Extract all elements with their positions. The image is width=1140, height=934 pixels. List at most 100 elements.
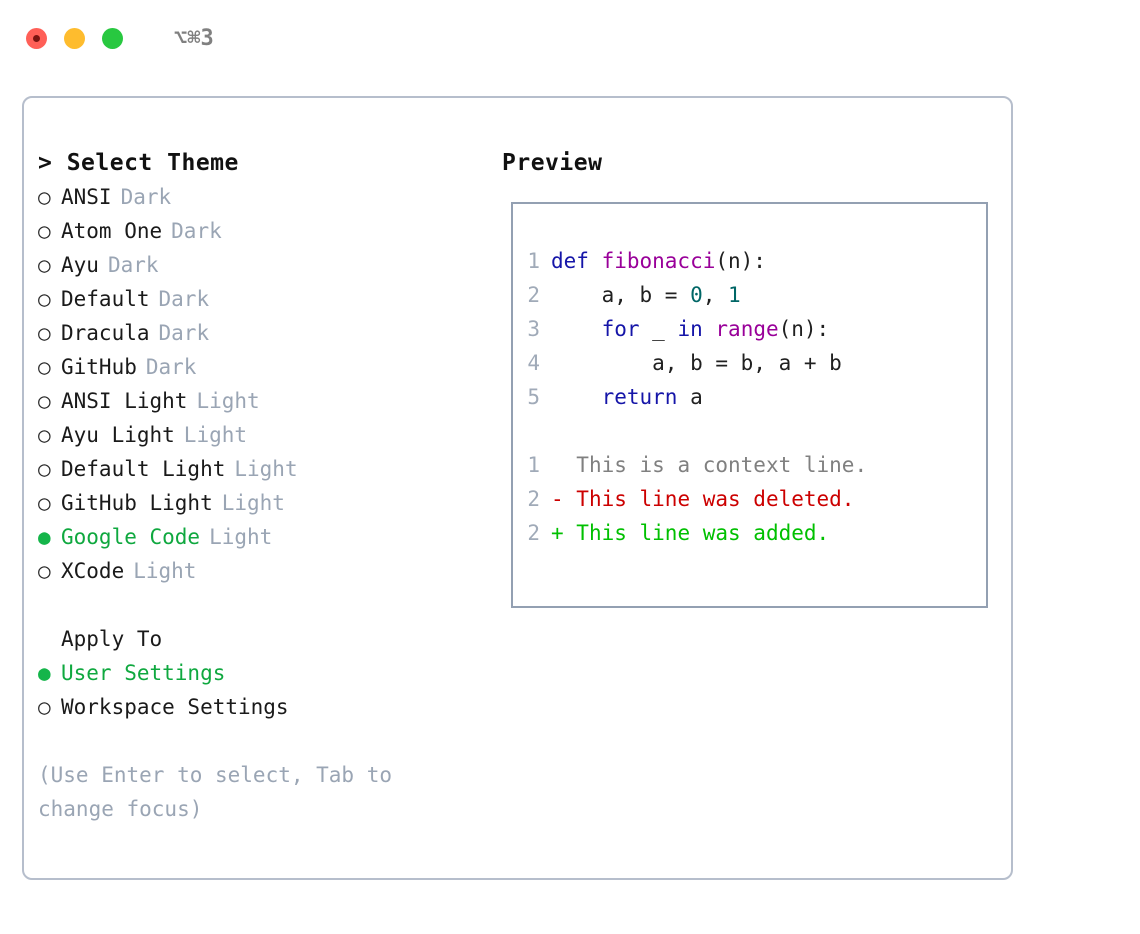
code-token-plain: a, b = b, a + b — [551, 351, 842, 375]
theme-name: Default Light — [61, 457, 226, 481]
keyboard-hint-text: (Use Enter to select, Tab to change focu… — [38, 763, 405, 821]
code-token-number: 0 — [690, 283, 703, 307]
theme-variant-tag: Dark — [158, 287, 210, 311]
radio-icon[interactable]: ○ — [38, 559, 51, 583]
theme-variant-tag: Light — [183, 423, 248, 447]
code-token-plain: , — [702, 283, 729, 307]
theme-list-item[interactable]: ○ Dracula Dark — [38, 316, 494, 350]
radio-icon[interactable]: ○ — [38, 457, 51, 481]
line-number: 2 — [527, 521, 540, 545]
theme-name: ANSI Light — [61, 389, 188, 413]
theme-list-item[interactable]: ○ Ayu Light Light — [38, 418, 494, 452]
code-text: a, b = b, a + b — [551, 346, 842, 380]
theme-name: Default — [61, 287, 150, 311]
line-number: 1 — [527, 453, 540, 477]
line-number: 1 — [527, 249, 540, 273]
radio-icon-selected[interactable]: ● — [38, 525, 51, 549]
line-number: 2 — [527, 487, 540, 511]
code-token-plain — [703, 317, 716, 341]
radio-icon[interactable]: ○ — [38, 695, 51, 719]
theme-variant-tag: Light — [196, 389, 260, 413]
theme-list-item[interactable]: ○ ANSI Light Light — [38, 384, 494, 418]
radio-icon[interactable]: ○ — [38, 423, 51, 447]
preview-heading: Preview — [502, 150, 603, 176]
code-text: def fibonacci(n): — [551, 244, 766, 278]
radio-icon[interactable]: ○ — [38, 253, 51, 277]
theme-list: ○ ANSI Dark ○ Atom One Dark ○ Ayu Dark — [38, 180, 494, 588]
main-panel: > Select Theme ○ ANSI Dark ○ Atom One Da… — [22, 96, 1013, 880]
radio-icon[interactable]: ○ — [38, 355, 51, 379]
diff-line-context: 1 This is a context line. — [513, 448, 986, 482]
code-token-keyword: in — [677, 317, 703, 341]
theme-list-item[interactable]: ○ Ayu Dark — [38, 248, 494, 282]
code-line: 5 return a — [513, 380, 986, 414]
code-token-keyword: def — [551, 249, 602, 273]
title-bar: ⌥⌘3 — [0, 0, 1140, 76]
line-number: 2 — [527, 283, 540, 307]
theme-list-item[interactable]: ○ XCode Light — [38, 554, 494, 588]
preview-separator — [513, 414, 986, 448]
code-token-keyword: return — [601, 385, 678, 409]
apply-to-label: User Settings — [61, 661, 226, 685]
radio-icon[interactable]: ○ — [38, 491, 51, 515]
code-token-plain: (n): — [715, 249, 766, 273]
theme-variant-tag: Dark — [171, 219, 222, 243]
diff-prefix — [551, 448, 576, 482]
code-token-plain: _ — [639, 317, 678, 341]
theme-name: GitHub Light — [61, 491, 213, 515]
code-line: 1 def fibonacci(n): — [513, 244, 986, 278]
theme-list-item[interactable]: ○ Default Dark — [38, 282, 494, 316]
radio-icon[interactable]: ○ — [38, 287, 51, 311]
theme-variant-tag: Light — [221, 491, 285, 515]
window-title: ⌥⌘3 — [174, 25, 214, 51]
theme-variant-tag: Light — [133, 559, 197, 583]
code-token-plain: a — [677, 385, 703, 409]
radio-icon[interactable]: ○ — [38, 219, 51, 243]
code-text: return a — [551, 380, 703, 414]
theme-name: Dracula — [61, 321, 150, 345]
theme-list-item[interactable]: ○ ANSI Dark — [38, 180, 494, 214]
preview-diff-block: 1 This is a context line. 2 - This line … — [513, 448, 986, 550]
theme-list-item[interactable]: ○ Default Light Light — [38, 452, 494, 486]
radio-icon[interactable]: ○ — [38, 185, 51, 209]
theme-variant-tag: Dark — [145, 355, 197, 379]
theme-variant-tag: Dark — [158, 321, 210, 345]
theme-name: Ayu — [61, 253, 99, 277]
theme-name: XCode — [61, 559, 125, 583]
theme-name: Google Code — [61, 525, 201, 549]
apply-to-item[interactable]: ○ Workspace Settings — [38, 690, 494, 724]
line-number: 4 — [527, 351, 540, 375]
code-token-function: fibonacci — [601, 249, 716, 273]
minimize-button[interactable] — [64, 27, 85, 49]
diff-text: This line was deleted. — [576, 487, 855, 511]
code-token-plain — [551, 317, 602, 341]
code-line: 4 a, b = b, a + b — [513, 346, 986, 380]
radio-icon-selected[interactable]: ● — [38, 661, 51, 685]
theme-list-item[interactable]: ○ GitHub Light Light — [38, 486, 494, 520]
theme-name: Ayu Light — [61, 423, 175, 447]
code-token-keyword: for — [601, 317, 640, 341]
theme-list-item-selected[interactable]: ● Google Code Light — [38, 520, 494, 554]
theme-variant-tag: Dark — [120, 185, 172, 209]
radio-icon[interactable]: ○ — [38, 321, 51, 345]
theme-name: Atom One — [61, 219, 163, 243]
diff-line-added: 2 + This line was added. — [513, 516, 986, 550]
theme-name: GitHub — [61, 355, 137, 379]
apply-to-heading: Apply To — [61, 627, 163, 651]
zoom-button[interactable] — [102, 27, 123, 49]
preview-column: Preview 1 def fibonacci(n): 2 a, b = 0, … — [494, 98, 1011, 878]
preview-box: 1 def fibonacci(n): 2 a, b = 0, 1 3 for … — [511, 202, 988, 608]
diff-text: This line was added. — [576, 521, 830, 545]
apply-to-label: Workspace Settings — [61, 695, 289, 719]
theme-list-item[interactable]: ○ GitHub Dark — [38, 350, 494, 384]
code-line: 3 for _ in range(n): — [513, 312, 986, 346]
close-button[interactable] — [26, 27, 47, 49]
radio-icon[interactable]: ○ — [38, 389, 51, 413]
diff-prefix: - — [551, 487, 577, 511]
code-line: 2 a, b = 0, 1 — [513, 278, 986, 312]
theme-list-item[interactable]: ○ Atom One Dark — [38, 214, 494, 248]
line-number: 5 — [527, 385, 540, 409]
apply-to-item-selected[interactable]: ● User Settings — [38, 656, 494, 690]
code-token-function: range — [715, 317, 779, 341]
